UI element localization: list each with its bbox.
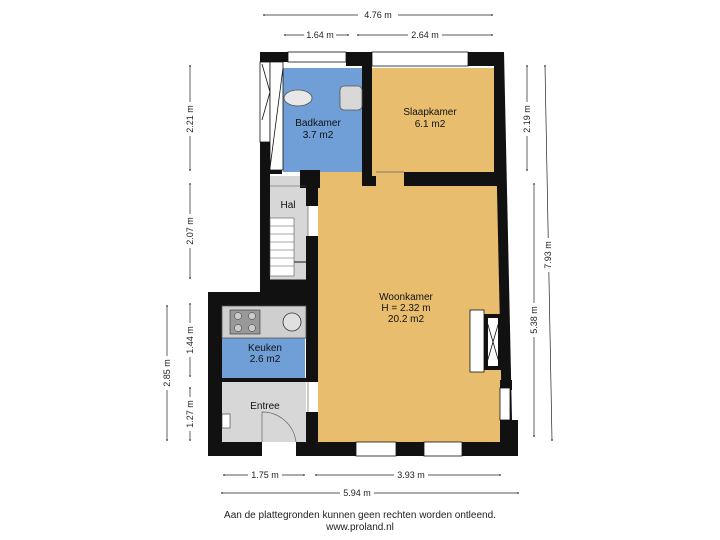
meter-box-icon bbox=[221, 413, 231, 429]
stairs bbox=[269, 185, 306, 277]
badkamer-floor bbox=[283, 68, 363, 172]
dim-left-lower-1: 1.44 m bbox=[185, 326, 195, 354]
stove-icon bbox=[229, 309, 261, 335]
dim-left-lower-total: 2.85 m bbox=[162, 359, 172, 387]
dim-bottom-right: 3.93 m bbox=[397, 470, 425, 480]
kitchen-counter bbox=[221, 305, 307, 339]
doors bbox=[261, 171, 404, 443]
dim-top-right: 2.64 m bbox=[411, 30, 439, 40]
dim-bottom-total: 5.94 m bbox=[343, 488, 371, 498]
height-woonkamer: H = 2.32 m bbox=[381, 303, 430, 314]
bath-fixtures bbox=[269, 61, 363, 171]
label-badkamer: Badkamer bbox=[295, 118, 341, 129]
label-hal: Hal bbox=[280, 200, 295, 211]
disclaimer-text: Aan de plattegronden kunnen geen rechten… bbox=[224, 510, 496, 521]
label-keuken: Keuken bbox=[248, 343, 282, 354]
sink-icon bbox=[339, 85, 363, 111]
woonkamer-floor-extension bbox=[318, 172, 502, 442]
area-keuken: 2.6 m2 bbox=[250, 354, 281, 365]
slaapkamer-floor bbox=[366, 68, 496, 172]
dim-left-lower-2: 1.27 m bbox=[185, 400, 195, 428]
area-woonkamer: 20.2 m2 bbox=[388, 314, 425, 325]
dim-bottom-left: 1.75 m bbox=[251, 470, 279, 480]
dim-left-upper-1: 2.21 m bbox=[185, 105, 195, 133]
area-slaapkamer: 6.1 m2 bbox=[415, 119, 446, 130]
kitchen-sink-icon bbox=[282, 312, 302, 332]
dimension-labels: 4.76 m 1.64 m 2.64 m 2.21 m 2.07 m 1.44 … bbox=[161, 9, 554, 499]
dim-right-total: 7.93 m bbox=[543, 241, 553, 269]
dim-top-left: 1.64 m bbox=[306, 30, 334, 40]
windows bbox=[259, 51, 511, 457]
toilet-icon bbox=[283, 89, 313, 107]
dim-top-total: 4.76 m bbox=[364, 10, 392, 20]
dim-right-1: 2.19 m bbox=[522, 105, 532, 133]
label-entree: Entree bbox=[250, 401, 280, 412]
dim-right-2: 5.38 m bbox=[529, 306, 539, 334]
label-slaapkamer: Slaapkamer bbox=[403, 107, 457, 118]
website-link[interactable]: www.proland.nl bbox=[326, 522, 394, 533]
dim-left-upper-2: 2.07 m bbox=[185, 217, 195, 245]
area-badkamer: 3.7 m2 bbox=[303, 130, 334, 141]
label-woonkamer: Woonkamer bbox=[379, 292, 433, 303]
